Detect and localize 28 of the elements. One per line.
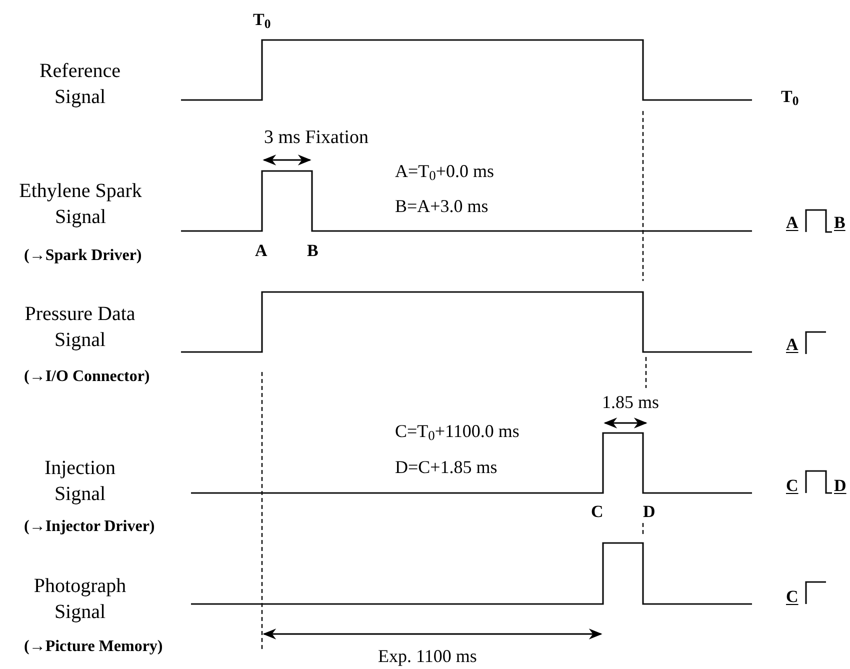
edge-marker: D: [834, 476, 846, 496]
edge-marker: C: [786, 476, 798, 496]
signal-destination: (→Spark Driver): [24, 246, 142, 266]
signal-name: Injection Signal: [43, 456, 117, 507]
signal-destination: (→I/O Connector): [24, 367, 150, 387]
edge-marker: A: [786, 335, 798, 355]
dimension-label: Exp. 1100 ms: [378, 645, 477, 667]
timing-equation: B=A+3.0 ms: [395, 195, 488, 217]
edge-marker: C: [591, 502, 604, 522]
edge-marker: A: [786, 213, 798, 233]
time-marker: T$_{0}$: [253, 10, 271, 30]
timing-equation: C=T$_{0}$+1100.0 ms: [395, 420, 520, 442]
edge-marker: D: [643, 502, 656, 522]
signal-name: Pressure Data Signal: [24, 302, 136, 353]
signal-destination: (→Picture Memory): [24, 637, 163, 657]
edge-marker: C: [786, 587, 798, 607]
edge-marker: A: [255, 241, 268, 261]
signal-name: Ethylene Spark Signal: [18, 179, 143, 230]
timing-equation: A=T$_{0}$+0.0 ms: [395, 160, 494, 182]
signal-destination: (→Injector Driver): [24, 517, 155, 537]
time-marker: T$_{0}$: [781, 87, 799, 107]
signal-name: Reference Signal: [38, 59, 122, 110]
dimension-label: 1.85 ms: [602, 391, 660, 413]
edge-marker: B: [307, 241, 318, 261]
edge-marker: B: [834, 213, 846, 233]
signal-name: Photograph Signal: [32, 574, 128, 625]
timing-equation: D=C+1.85 ms: [395, 456, 498, 478]
dimension-label: 3 ms Fixation: [264, 127, 369, 149]
